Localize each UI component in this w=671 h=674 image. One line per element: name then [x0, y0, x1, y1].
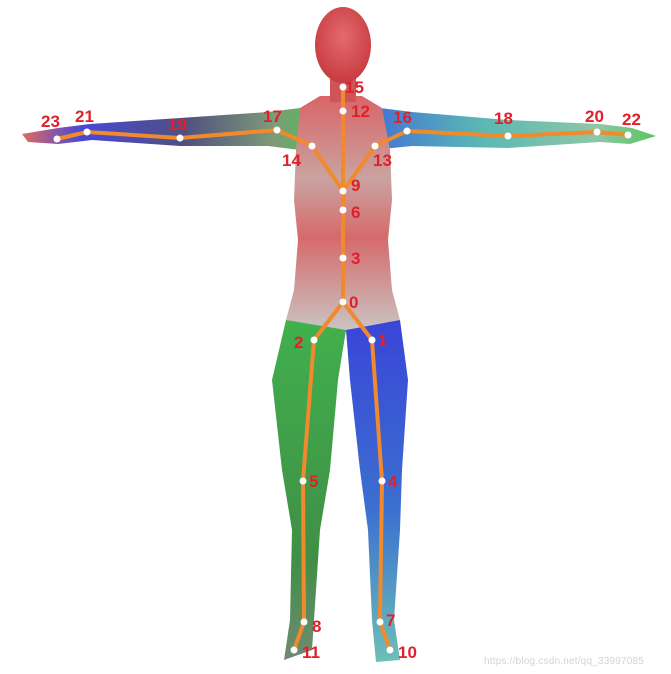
- joint-12: [340, 108, 347, 115]
- joint-19: [177, 135, 184, 142]
- bone-5-8: [303, 481, 304, 622]
- joint-17: [274, 127, 281, 134]
- bone-4-7: [380, 481, 382, 622]
- joint-4: [379, 478, 386, 485]
- joint-label-15: 15: [345, 78, 364, 97]
- joint-label-13: 13: [373, 151, 392, 170]
- joint-5: [300, 478, 307, 485]
- joint-21: [84, 129, 91, 136]
- joint-6: [340, 207, 347, 214]
- joint-8: [301, 619, 308, 626]
- joint-20: [594, 129, 601, 136]
- joint-label-0: 0: [349, 293, 358, 312]
- joint-9: [340, 188, 347, 195]
- joint-label-14: 14: [282, 151, 301, 170]
- joint-10: [387, 647, 394, 654]
- head-mesh: [315, 7, 371, 83]
- joint-16: [404, 128, 411, 135]
- joint-label-6: 6: [351, 203, 360, 222]
- joint-22: [625, 132, 632, 139]
- joint-label-11: 11: [302, 643, 320, 662]
- joint-18: [505, 133, 512, 140]
- joint-label-21: 21: [75, 107, 94, 126]
- joint-0: [340, 299, 347, 306]
- joint-label-3: 3: [351, 249, 360, 268]
- joint-label-2: 2: [294, 333, 303, 352]
- joint-label-22: 22: [622, 110, 641, 129]
- joint-label-1: 1: [378, 331, 387, 350]
- joint-label-10: 10: [398, 643, 417, 662]
- joint-13: [372, 143, 379, 150]
- joint-label-18: 18: [494, 109, 513, 128]
- joint-label-19: 19: [168, 115, 187, 134]
- body-mesh: [22, 7, 656, 662]
- joint-7: [377, 619, 384, 626]
- joint-label-17: 17: [263, 107, 282, 126]
- skeleton-bones: [57, 87, 628, 650]
- joint-label-16: 16: [393, 108, 412, 127]
- joint-11: [291, 647, 298, 654]
- joint-label-12: 12: [351, 102, 370, 121]
- joint-label-20: 20: [585, 107, 604, 126]
- joint-label-8: 8: [312, 617, 321, 636]
- joint-2: [311, 337, 318, 344]
- joint-23: [54, 136, 61, 143]
- joint-label-23: 23: [41, 112, 60, 131]
- joint-label-4: 4: [388, 472, 398, 491]
- watermark: https://blog.csdn.net/qq_33997085: [484, 656, 644, 667]
- leg-left-mesh: [346, 320, 408, 662]
- joint-3: [340, 255, 347, 262]
- joint-14: [309, 143, 316, 150]
- joint-1: [369, 337, 376, 344]
- joint-label-7: 7: [386, 611, 395, 630]
- joint-label-5: 5: [309, 472, 318, 491]
- joint-label-9: 9: [351, 176, 360, 195]
